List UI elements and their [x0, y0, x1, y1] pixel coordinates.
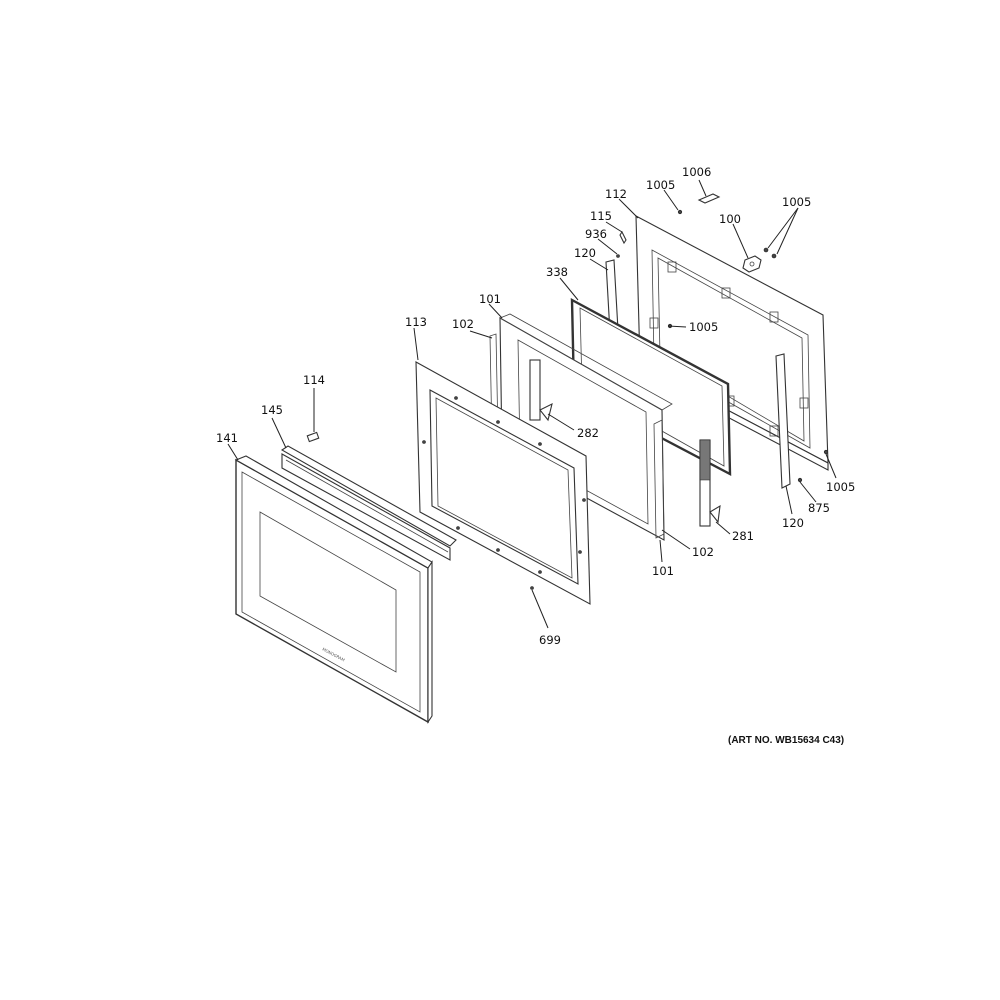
art-number: (ART NO. WB15634 C43) [728, 735, 844, 746]
callout-281: 281 [732, 529, 754, 543]
part-113-outer-glass-frame [415, 361, 591, 605]
part-145-top-trim [280, 445, 457, 561]
part-282-hinge-upper [529, 359, 553, 422]
callout-102: 102 [452, 317, 474, 331]
part-141-door-panel: MONOGRAM [234, 455, 433, 724]
callout-labels: 1006 112 1005 1005 100 115 936 120 338 1… [216, 165, 855, 647]
callout-875: 875 [808, 501, 830, 515]
callout-699: 699 [539, 633, 561, 647]
callout-115: 115 [590, 209, 612, 223]
part-1006-clip [697, 193, 721, 204]
callout-100: 100 [719, 212, 741, 226]
callout-338: 338 [546, 265, 568, 279]
part-120-hinge-channel-right [775, 353, 791, 489]
callout-120: 120 [574, 246, 596, 260]
callout-1005: 1005 [689, 320, 718, 334]
callout-1005: 1005 [782, 195, 811, 209]
leader-lines [227, 179, 837, 629]
callout-1005: 1005 [646, 178, 675, 192]
callout-1006: 1006 [682, 165, 711, 179]
callout-120: 120 [782, 516, 804, 530]
part-100-bracket [742, 255, 762, 273]
part-101-middle-frame [499, 313, 673, 541]
callout-113: 113 [405, 315, 427, 329]
callout-1005: 1005 [826, 480, 855, 494]
callout-102: 102 [692, 545, 714, 559]
callout-141: 141 [216, 431, 238, 445]
callout-101: 101 [479, 292, 501, 306]
callout-936: 936 [585, 227, 607, 241]
part-281-hinge-lower [699, 439, 721, 527]
callout-101: 101 [652, 564, 674, 578]
part-115-936-clips [616, 230, 627, 258]
callout-114: 114 [303, 373, 325, 387]
part-114-end-cap [306, 431, 320, 443]
callout-145: 145 [261, 403, 283, 417]
callout-112: 112 [605, 187, 627, 201]
callout-282: 282 [577, 426, 599, 440]
